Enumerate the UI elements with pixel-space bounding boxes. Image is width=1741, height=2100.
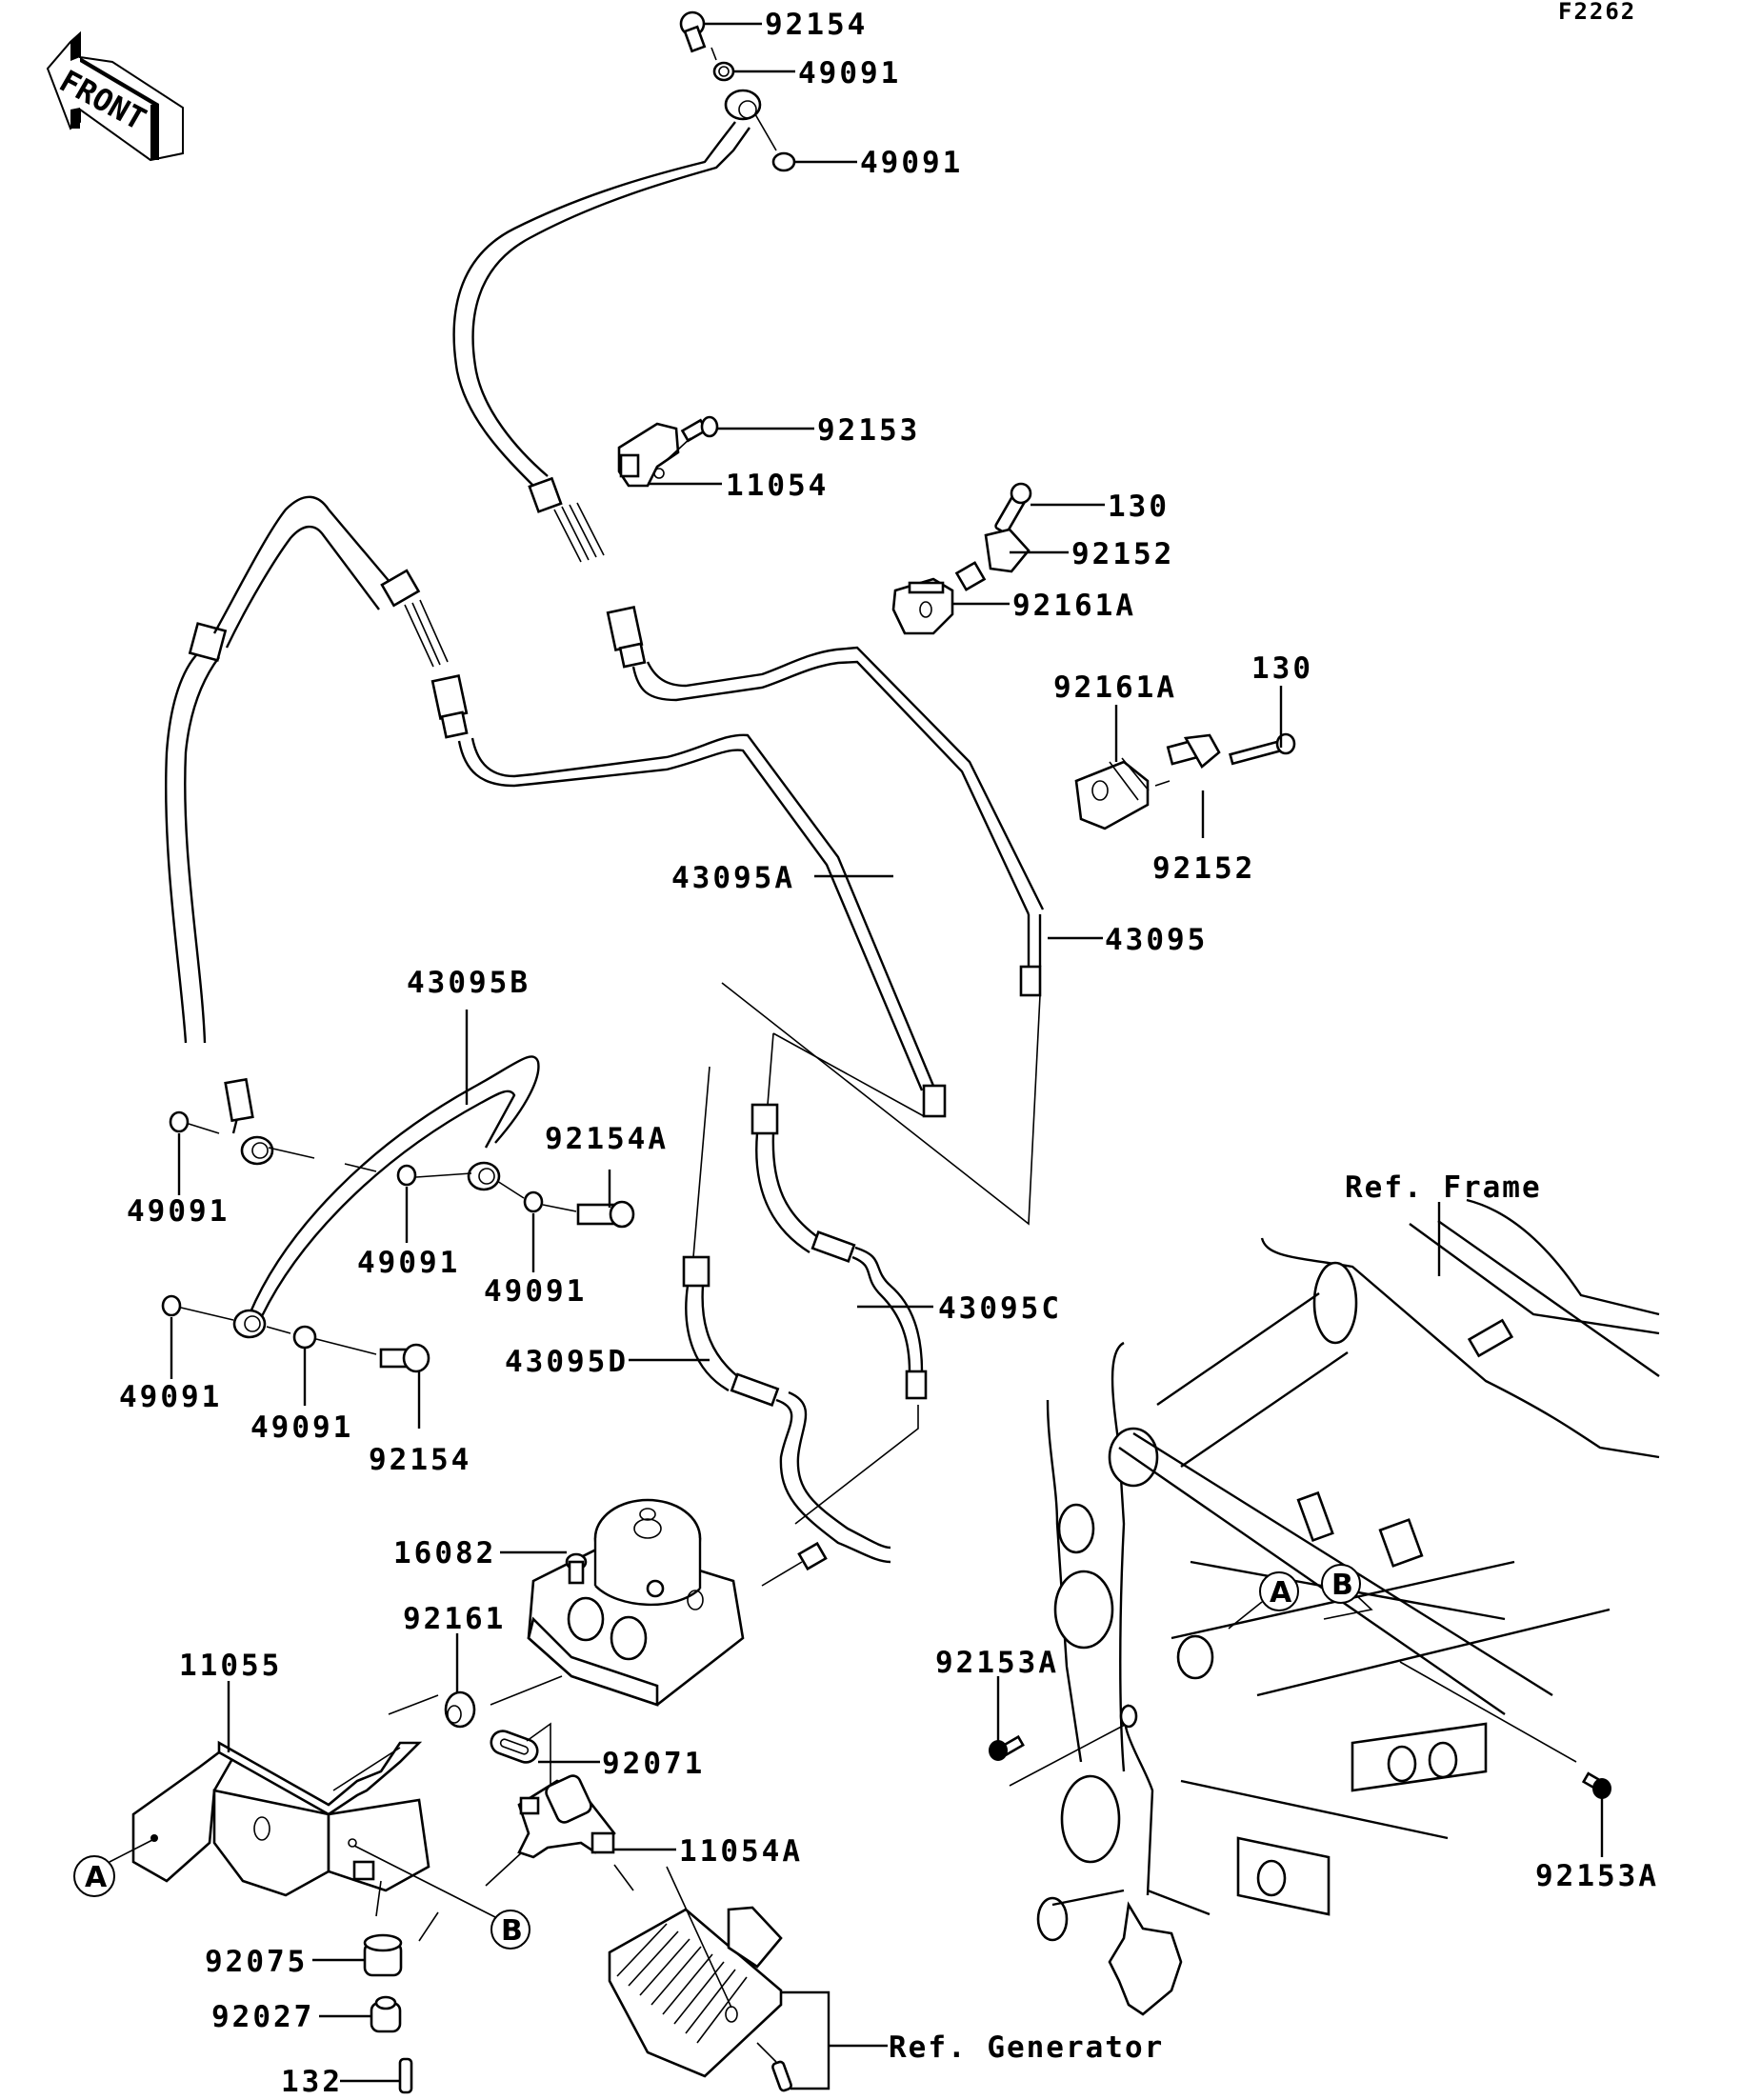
part-label: 49091 — [484, 1274, 587, 1309]
part-label: 11055 — [179, 1649, 282, 1683]
front-arrow-icon: FRONT — [46, 30, 184, 162]
svg-text:B: B — [501, 1914, 523, 1948]
clamp-middle-right — [1074, 732, 1296, 830]
svg-text:B: B — [1331, 1569, 1353, 1602]
svg-text:A: A — [1270, 1576, 1292, 1610]
callout-A-frame: A — [1228, 1571, 1299, 1630]
part-label: 49091 — [798, 56, 901, 90]
part-label: 11054A — [679, 1834, 803, 1869]
figure-id: F2262 — [1558, 0, 1636, 25]
part-label: 92153 — [817, 413, 920, 448]
clamp-upper-right — [891, 482, 1032, 635]
hose-43095B — [161, 1055, 635, 1373]
part-label: 49091 — [860, 146, 963, 180]
part-label: 43095C — [938, 1291, 1062, 1326]
bracket-11055 — [109, 1690, 496, 1942]
part-label: 49091 — [119, 1380, 222, 1414]
regulator-rectifier — [608, 1866, 888, 2092]
ref-frame-label: Ref. Frame — [1345, 1170, 1542, 1205]
part-label: 92027 — [211, 2000, 314, 2034]
part-label: 16082 — [393, 1536, 496, 1570]
frame-bolts-92153A — [989, 1734, 1611, 1799]
part-label: 92154A — [545, 1122, 669, 1156]
abs-hydraulic-unit — [490, 1498, 745, 1707]
hose-upper — [452, 121, 1045, 997]
part-label: 43095 — [1105, 923, 1208, 957]
bracket-11054A — [485, 1722, 634, 1891]
part-label: 49091 — [357, 1246, 460, 1280]
hose-43095A — [165, 495, 947, 1118]
callout-A-left: A — [73, 1855, 115, 1897]
callout-B-left: B — [490, 1910, 530, 1950]
part-label: 92071 — [602, 1747, 705, 1781]
part-label: 43095A — [671, 861, 795, 895]
part-label: 130 — [1108, 490, 1170, 524]
leader-lines — [170, 22, 1604, 2083]
svg-text:A: A — [85, 1861, 108, 1894]
part-label: 92161A — [1053, 670, 1177, 705]
part-label: 43095B — [407, 966, 530, 1000]
part-label: 132 — [281, 2065, 343, 2099]
part-label: 92075 — [205, 1945, 308, 1979]
part-label: 11054 — [726, 469, 829, 503]
part-label: 92161 — [403, 1602, 506, 1636]
part-label: 49091 — [250, 1410, 353, 1445]
clamp-11054 — [617, 415, 719, 488]
part-label: 92152 — [1152, 851, 1255, 886]
part-label: 92154 — [765, 8, 868, 42]
frame-reference-drawing — [1009, 1198, 1660, 2016]
part-label: 92154 — [369, 1443, 471, 1477]
pipes-43095C-43095D — [682, 982, 1041, 1587]
callout-B-frame: B — [1321, 1564, 1373, 1620]
part-label: 92152 — [1071, 537, 1174, 571]
part-label: 49091 — [127, 1194, 230, 1229]
part-label: 130 — [1251, 651, 1313, 686]
part-label: 92161A — [1012, 589, 1136, 623]
lower-fasteners — [363, 1933, 413, 2094]
part-label: 92153A — [1535, 1859, 1659, 1893]
part-labels: 92154 49091 49091 92153 11054 130 92152 … — [119, 8, 1659, 2099]
ref-generator-label: Ref. Generator — [889, 2030, 1164, 2065]
part-label: 92153A — [935, 1646, 1059, 1680]
part-label: 43095D — [505, 1345, 629, 1379]
top-banjo-group — [679, 10, 796, 172]
